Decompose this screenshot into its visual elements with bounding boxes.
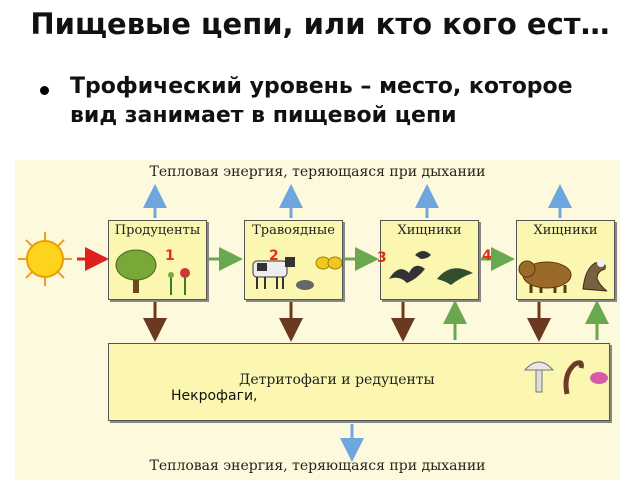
producers-label: Продуценты <box>114 223 201 238</box>
heat-loss-label-bottom: Тепловая энергия, теряющаяся при дыхании <box>149 458 486 474</box>
predators-label-1: Хищники <box>397 223 462 238</box>
producers-box: Продуценты <box>108 220 207 300</box>
heat-loss-label-top: Тепловая энергия, теряющаяся при дыхании <box>149 164 486 180</box>
sun-icon <box>18 232 72 286</box>
herbivores-box: Травоядные <box>244 220 343 300</box>
predators-box-2: Хищники <box>516 220 615 300</box>
detritivores-box: Детритофаги и редуценты Некрофаги, <box>108 343 610 421</box>
flower-icon <box>168 268 190 295</box>
decay-arrows <box>143 302 551 342</box>
food-chain-diagram: Тепловая энергия, теряющаяся при дыхании… <box>15 160 620 480</box>
bird-icon <box>437 268 473 285</box>
butterfly-icon <box>315 256 342 270</box>
worm-icon <box>563 360 584 395</box>
mushroom-icon <box>523 360 608 395</box>
cow-icon <box>252 256 342 290</box>
detritivore-return-arrows <box>443 300 609 340</box>
bat-icon <box>389 251 473 285</box>
level-number-2: 2 <box>269 248 279 264</box>
diagram-arrows <box>18 184 609 462</box>
level-number-4: 4 <box>482 248 492 264</box>
slide-title: Пищевые цепи, или кто кого ест… <box>30 7 610 41</box>
bullet-dot-icon <box>40 86 49 95</box>
necrophages-label: Некрофаги, <box>171 388 258 404</box>
level-number-3: 3 <box>377 250 387 266</box>
level-number-1: 1 <box>165 248 175 264</box>
heat-loss-arrows-top <box>143 184 572 218</box>
tree-icon <box>115 249 190 295</box>
herbivores-label: Травоядные <box>252 223 335 238</box>
bullet-text: Трофический уровень – место, которое вид… <box>70 74 573 128</box>
detritivores-label: Детритофаги и редуценты <box>239 372 435 388</box>
eagle-icon <box>582 259 608 292</box>
bear-icon <box>518 259 608 293</box>
predators-label-2: Хищники <box>533 223 598 238</box>
predators-box-1: Хищники <box>380 220 479 300</box>
